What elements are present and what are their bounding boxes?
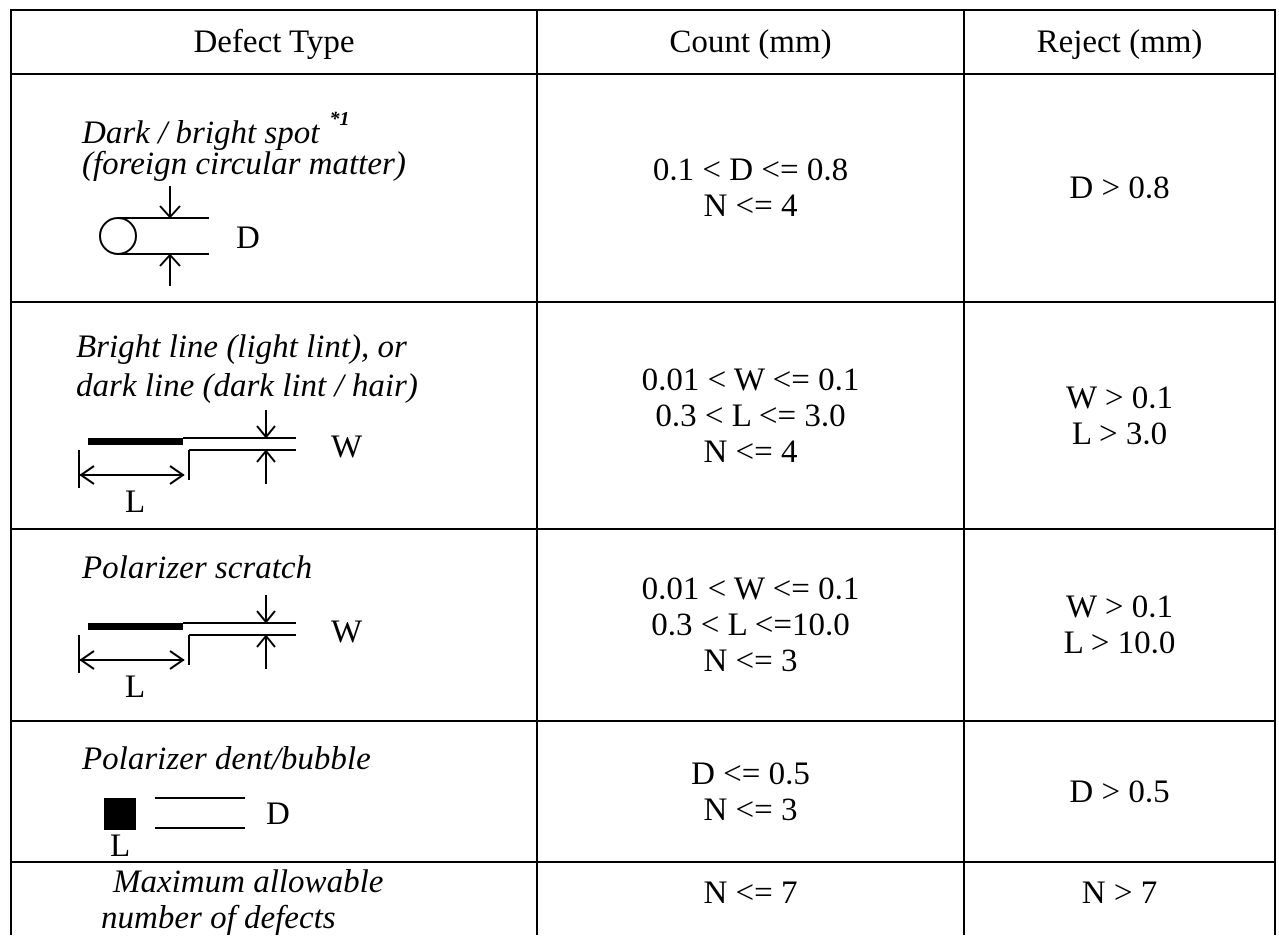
row5-description-line2: number of defects xyxy=(101,900,336,936)
row4-description-line1: Polarizer dent/bubble xyxy=(82,741,371,777)
row3-description-line1: Polarizer scratch xyxy=(82,550,313,586)
header-count: Count (mm) xyxy=(669,24,832,60)
row2-reject-line2: L > 3.0 xyxy=(1071,415,1168,452)
row3-diagram-label-l: L xyxy=(125,669,146,705)
row3-reject-line2: L > 10.0 xyxy=(1063,625,1176,661)
row1-count-line1: 0.1 < D <= 0.8 xyxy=(652,152,849,188)
line-defect-diagram-icon xyxy=(78,410,296,488)
row-divider-4 xyxy=(10,861,1276,863)
row2-reject: W > 0.1 L > 3.0 xyxy=(965,303,1274,528)
row-divider-header xyxy=(10,73,1276,75)
row2-diagram-label-w: W xyxy=(331,429,363,465)
row2-diagram-label-l: L xyxy=(125,484,146,520)
row2-count-line1: 0.01 < W <= 0.1 xyxy=(641,361,860,398)
row5-count: N <= 7 xyxy=(538,863,963,923)
row2-count: 0.01 < W <= 0.1 0.3 < L <= 3.0 N <= 4 xyxy=(538,303,963,528)
row3-count-line1: 0.01 < W <= 0.1 xyxy=(641,571,860,607)
scratch-diagram-icon xyxy=(78,595,296,673)
row2-count-line3: N <= 4 xyxy=(703,433,798,470)
row4-diagram-label-d: D xyxy=(266,796,290,832)
header-reject: Reject (mm) xyxy=(1036,24,1203,60)
row4-diagram-label-l: L xyxy=(110,828,131,864)
table-border-right xyxy=(1274,10,1276,935)
row4-reject-line1: D > 0.5 xyxy=(1069,773,1170,810)
row5-reject-line1: N > 7 xyxy=(1081,875,1158,911)
row1-diagram-label-d: D xyxy=(236,220,260,256)
row4-reject: D > 0.5 xyxy=(965,722,1274,861)
dent-bubble-diagram-icon xyxy=(104,797,245,830)
table-border-top xyxy=(10,9,1276,11)
row1-footnote-marker: *1 xyxy=(329,108,350,130)
table-divider-col1 xyxy=(536,10,538,935)
row1-count-line2: N <= 4 xyxy=(703,188,798,224)
row1-count: 0.1 < D <= 0.8 N <= 4 xyxy=(538,75,963,301)
row-divider-1 xyxy=(10,301,1276,303)
circular-spot-diagram-icon xyxy=(99,186,209,286)
row1-description-line2: (foreign circular matter) xyxy=(82,146,406,182)
row4-count-line1: D <= 0.5 xyxy=(691,755,810,792)
header-defect-type: Defect Type xyxy=(193,24,355,60)
row5-description-line1: Maximum allowable xyxy=(113,864,384,900)
row1-reject: D > 0.8 xyxy=(965,75,1274,301)
row2-description-line2: dark line (dark lint / hair) xyxy=(76,368,418,404)
row1-reject-line1: D > 0.8 xyxy=(1069,170,1170,206)
row2-description-line1: Bright line (light lint), or xyxy=(76,329,407,365)
row1-description-text: Dark / bright spot xyxy=(82,115,320,151)
row3-count-line2: 0.3 < L <=10.0 xyxy=(651,607,850,643)
row3-reject: W > 0.1 L > 10.0 xyxy=(965,530,1274,720)
row2-reject-line1: W > 0.1 xyxy=(1066,379,1173,416)
row-divider-3 xyxy=(10,720,1276,722)
row4-count: D <= 0.5 N <= 3 xyxy=(538,722,963,861)
row3-diagram-label-w: W xyxy=(331,614,363,650)
table-divider-col2 xyxy=(963,10,965,935)
row1-description-line1: Dark / bright spot *1 xyxy=(82,106,349,152)
row2-count-line2: 0.3 < L <= 3.0 xyxy=(655,397,846,434)
row4-count-line2: N <= 3 xyxy=(703,791,798,828)
row3-count-line3: N <= 3 xyxy=(703,643,798,679)
row5-count-line1: N <= 7 xyxy=(703,875,798,911)
row5-reject: N > 7 xyxy=(965,863,1274,923)
row3-reject-line1: W > 0.1 xyxy=(1066,589,1173,625)
row-divider-2 xyxy=(10,528,1276,530)
table-border-left xyxy=(10,10,12,935)
row3-count: 0.01 < W <= 0.1 0.3 < L <=10.0 N <= 3 xyxy=(538,530,963,720)
